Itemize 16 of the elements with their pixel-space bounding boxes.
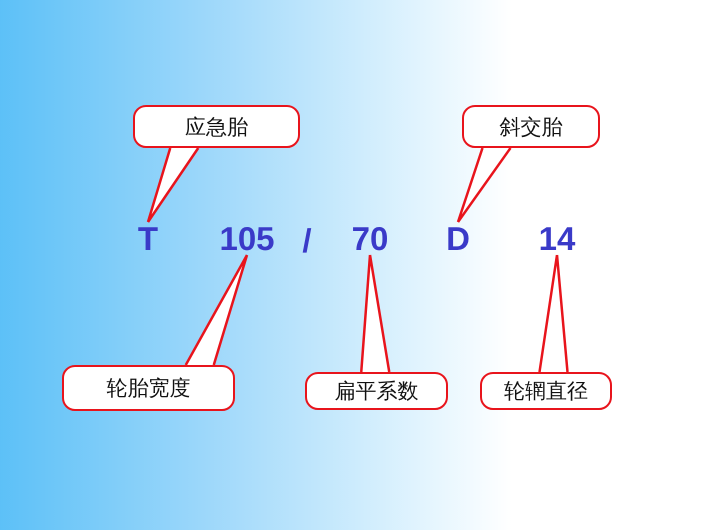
callout-bubble	[462, 105, 600, 148]
callout-text: 应急胎	[185, 114, 248, 140]
callout-bubble	[305, 372, 448, 410]
callout-bubble	[480, 372, 612, 410]
callout-bubble	[133, 105, 300, 148]
callout-text: 斜交胎	[500, 114, 562, 140]
callout-bubble	[62, 365, 235, 411]
callout-text: 扁平系数	[334, 378, 418, 405]
separator-text: /	[302, 224, 312, 257]
tire-code-text: D	[446, 222, 470, 255]
callout-text: 轮胎宽度	[106, 375, 190, 402]
callout-text: 轮辋直径	[504, 378, 588, 405]
tire-code-text: 105	[219, 222, 275, 255]
tire-code-text: 14	[538, 222, 576, 255]
tire-code-text: T	[138, 222, 158, 255]
tire-code-text: 70	[352, 222, 388, 255]
